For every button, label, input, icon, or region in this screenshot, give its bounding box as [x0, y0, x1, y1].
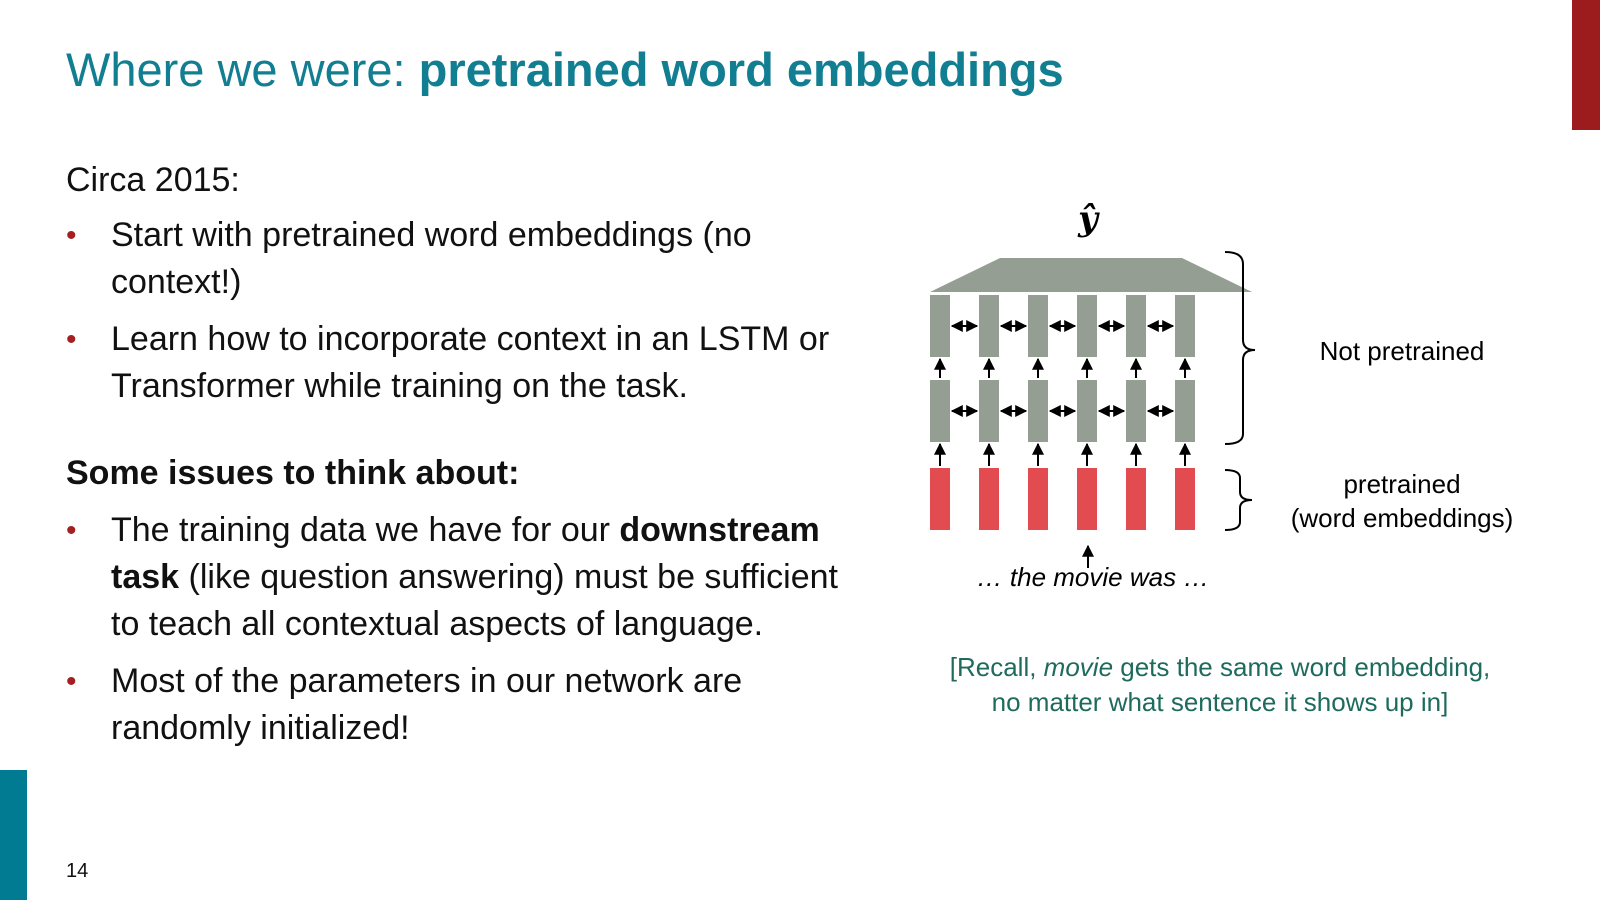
hidden-state-block	[1175, 295, 1195, 357]
recall-pre: [Recall,	[949, 652, 1044, 682]
title-bold: pretrained word embeddings	[418, 43, 1064, 96]
bullet-text-post: (like question answering) must be suffic…	[111, 558, 838, 643]
brace-not-pretrained	[1224, 251, 1256, 445]
hidden-state-block	[930, 295, 950, 357]
recall-italic: movie	[1043, 652, 1114, 682]
bullet-list-1: • Start with pretrained word embeddings (…	[66, 212, 846, 410]
bullet-dot: •	[66, 323, 77, 356]
recall-note: [Recall, movie gets the same word embedd…	[900, 650, 1540, 720]
bullet-text: Learn how to incorporate context in an L…	[111, 320, 830, 405]
label-pretrained-line1: pretrained	[1343, 469, 1460, 499]
hidden-layers	[930, 295, 1195, 466]
hidden-state-block	[979, 380, 999, 442]
bullet-dot: •	[66, 219, 77, 252]
bullet-dot: •	[66, 665, 77, 698]
hidden-state-block	[1126, 380, 1146, 442]
bullet-text: Start with pretrained word embeddings (n…	[111, 216, 752, 301]
label-not-pretrained: Not pretrained	[1320, 336, 1485, 366]
word-embedding-block	[1126, 468, 1146, 530]
page-number: 14	[66, 860, 89, 882]
word-embedding-block	[979, 468, 999, 530]
label-pretrained-line2: (word embeddings)	[1291, 503, 1514, 533]
embedding-layer	[930, 468, 1195, 530]
hidden-state-block	[1028, 380, 1048, 442]
hidden-state-block	[1077, 295, 1097, 357]
hidden-state-block	[1077, 380, 1097, 442]
hidden-state-block	[930, 380, 950, 442]
bullet-dot: •	[66, 514, 77, 547]
input-text: … the movie was …	[977, 562, 1210, 592]
bullet-list-2: • The training data we have for our downs…	[66, 507, 846, 752]
bullet-text-bold: downstream task	[111, 511, 820, 596]
list-item: • The training data we have for our downs…	[66, 507, 846, 648]
hidden-state-block	[1126, 295, 1146, 357]
word-embedding-block	[930, 468, 950, 530]
list-item: • Learn how to incorporate context in an …	[66, 316, 846, 410]
list-item: • Start with pretrained word embeddings (…	[66, 212, 846, 306]
bullet-text-pre: The training data we have for our	[111, 511, 620, 549]
brace-pretrained	[1224, 469, 1253, 531]
left-column: Circa 2015: • Start with pretrained word …	[66, 157, 846, 762]
bullet-text: Most of the parameters in our network ar…	[111, 662, 743, 747]
corner-accent-red	[1572, 0, 1600, 130]
issues-heading: Some issues to think about:	[66, 454, 520, 492]
hidden-state-block	[1175, 380, 1195, 442]
recall-line1: [Recall, movie gets the same word embedd…	[900, 650, 1540, 685]
word-embedding-block	[1077, 468, 1097, 530]
page-title: Where we were: pretrained word embedding…	[66, 42, 1064, 97]
list-item: • Most of the parameters in our network a…	[66, 658, 846, 752]
hidden-state-block	[1028, 295, 1048, 357]
title-light: Where we were:	[66, 43, 419, 96]
word-embedding-block	[1175, 468, 1195, 530]
output-layer-trapezoid	[930, 258, 1252, 292]
recall-line2: no matter what sentence it shows up in]	[991, 687, 1449, 717]
recall-post: gets the same word embedding,	[1113, 652, 1491, 682]
output-symbol: ŷ	[1077, 199, 1100, 239]
hidden-state-block	[979, 295, 999, 357]
word-embedding-block	[1028, 468, 1048, 530]
corner-accent-teal	[0, 770, 27, 900]
network-diagram: ŷ … the movie was … Not pretrained pretr…	[930, 199, 1514, 592]
intro-text: Circa 2015:	[66, 161, 240, 199]
